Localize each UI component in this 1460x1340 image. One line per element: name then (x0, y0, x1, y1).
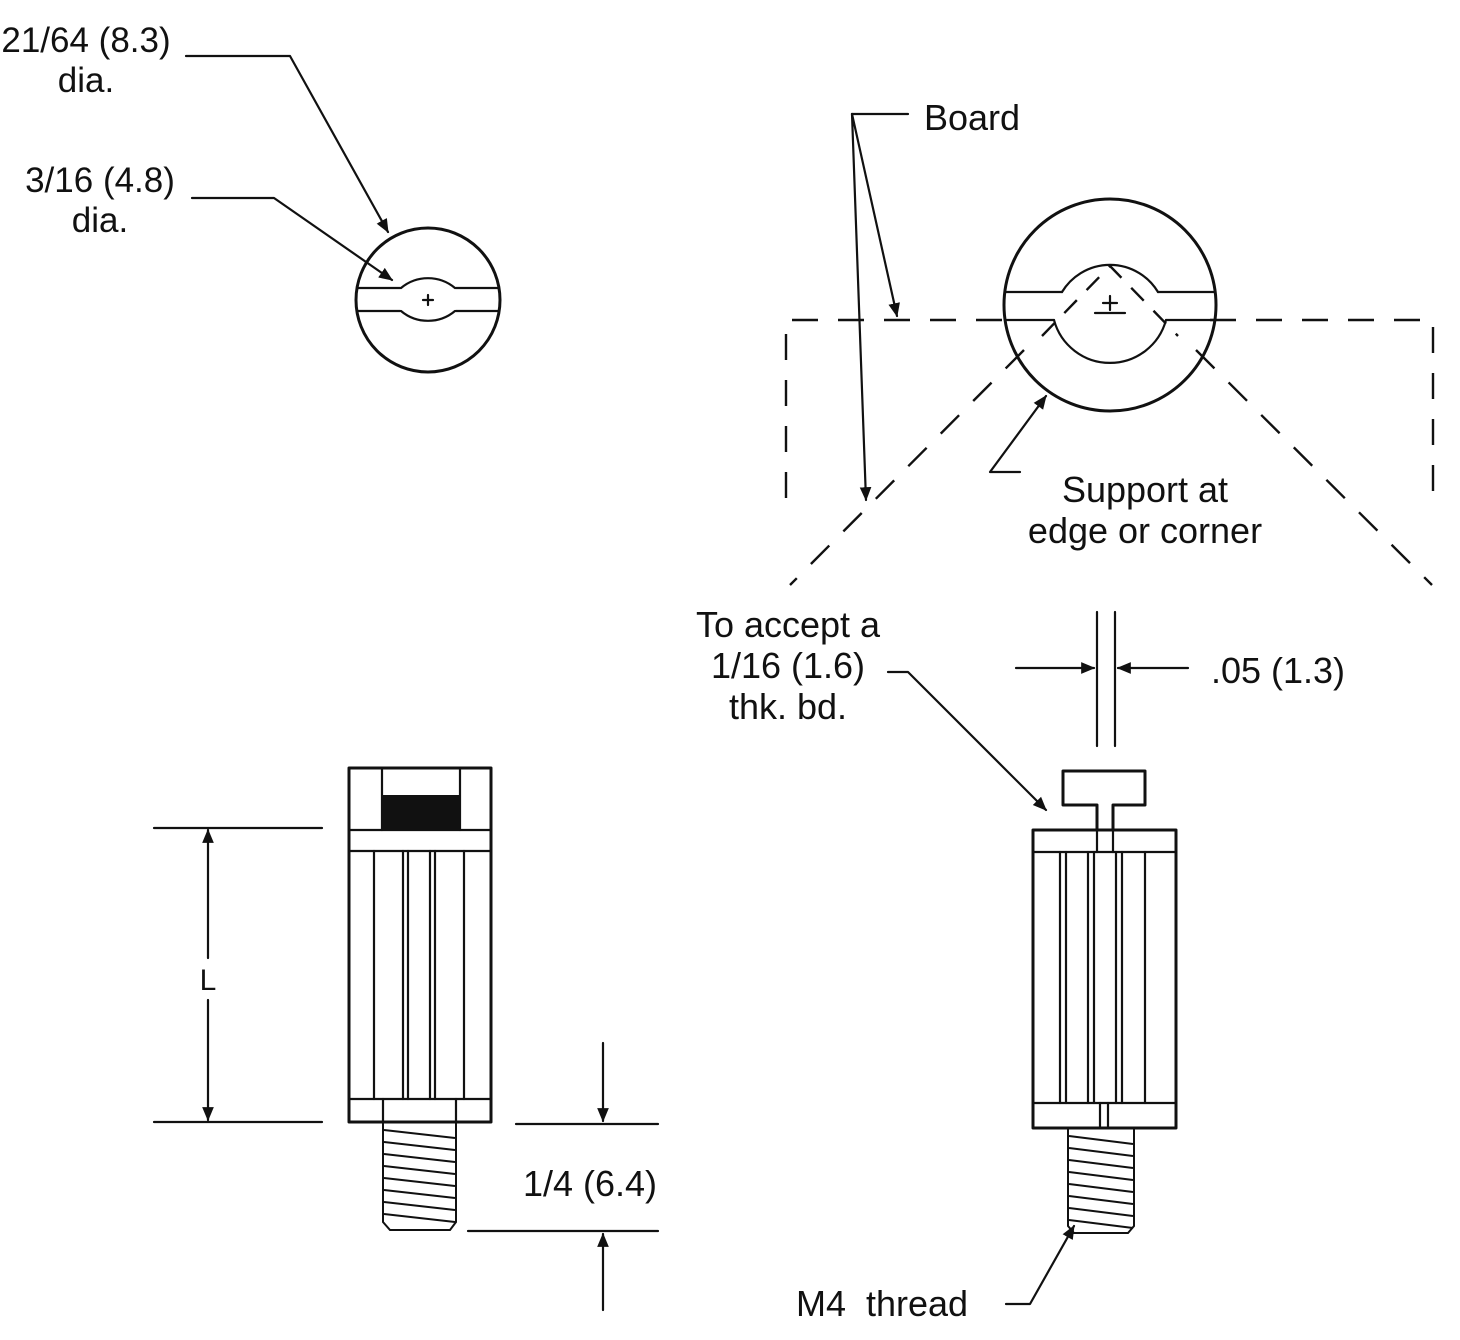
board-callout: Board (850, 97, 1020, 502)
top-view-right (1002, 197, 1218, 413)
support-label-line1: Support at (1062, 469, 1228, 510)
inner-diameter-callout: 3/16 (4.8) dia. (25, 161, 394, 282)
side-view-left (347, 766, 493, 1231)
outer-diameter-callout: 21/64 (8.3) dia. (1, 21, 390, 234)
outer-dia-label: 21/64 (8.3) (1, 21, 170, 60)
board-thickness-callout: To accept a 1/16 (1.6) thk. bd. (696, 604, 1048, 812)
thread-length-dimension: 1/4 (6.4) (466, 1041, 660, 1312)
slot-fill (382, 795, 460, 830)
inner-dia-unit: dia. (72, 201, 128, 240)
inner-dia-label: 3/16 (4.8) (25, 161, 175, 200)
accept-label-line3: thk. bd. (729, 686, 847, 727)
slot-width-label: .05 (1.3) (1211, 650, 1345, 691)
board-label: Board (924, 97, 1020, 138)
board-outline (784, 264, 1435, 586)
length-dimension: L (152, 826, 324, 1124)
thread-length-label: 1/4 (6.4) (523, 1163, 657, 1204)
accept-label-line2: 1/16 (1.6) (711, 645, 865, 686)
outer-dia-unit: dia. (58, 61, 114, 100)
top-view-left (354, 226, 502, 374)
slot-width-dimension: .05 (1.3) (1014, 610, 1345, 748)
length-label: L (200, 964, 217, 997)
side-view-right (1031, 769, 1178, 1234)
support-label-line2: edge or corner (1028, 510, 1262, 551)
thread-spec-label: M4 thread (796, 1283, 968, 1324)
accept-label-line1: To accept a (696, 604, 881, 645)
thread-spec-callout: M4 thread (796, 1224, 1076, 1324)
support-callout: Support at edge or corner (988, 394, 1262, 551)
